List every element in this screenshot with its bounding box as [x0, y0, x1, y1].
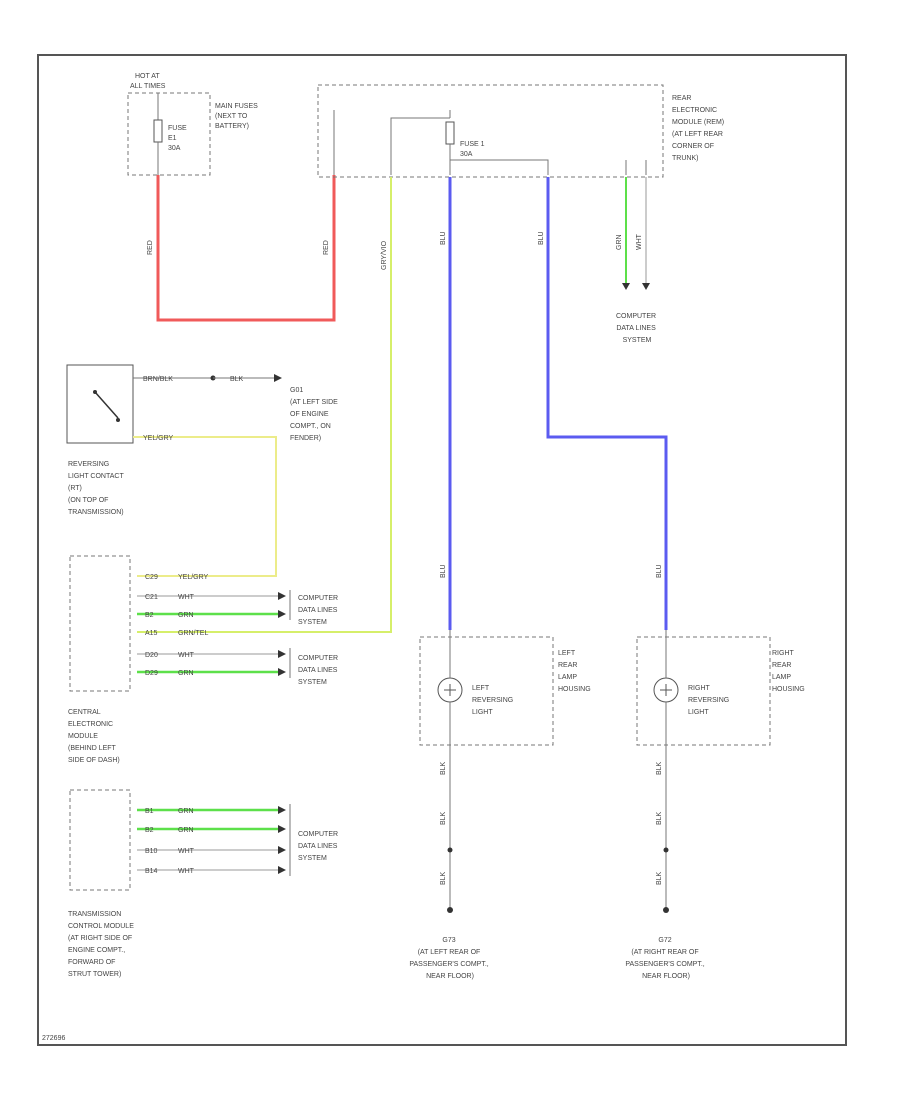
tcm-wire-b14: WHT	[178, 868, 195, 875]
right-bulb-label: RIGHT REVERSING LIGHT	[688, 685, 731, 716]
cem-wire-a15: GRN/TEL	[178, 630, 208, 637]
wire-blu-right-lower-label: BLU	[656, 564, 663, 578]
tcm-pin-b10: B10	[145, 848, 158, 855]
switch-wire1-label: BRN/BLK	[143, 376, 173, 383]
right-wire-blk-3: BLK	[656, 871, 663, 885]
cem-wire-c29: YEL/GRY	[178, 574, 209, 581]
transmission-control-module: B1 GRN B2 GRN B10 WHT B14 WHT COMPUTER D…	[68, 789, 340, 978]
switch-yel-label: YEL/GRY	[143, 435, 174, 442]
central-electronic-module: C29 YEL/GRY C21 WHT B2 GRN A15 GRN/TEL D…	[68, 555, 340, 764]
switch-label: REVERSING LIGHT CONTACT (RT) (ON TOP OF …	[68, 461, 126, 516]
splice-dot	[663, 847, 669, 853]
tcm-wire-b2: GRN	[178, 827, 194, 834]
tcm-label: TRANSMISSION CONTROL MODULE (AT RIGHT SI…	[68, 911, 136, 978]
main-fuses-label: MAIN FUSES (NEXT TO BATTERY)	[215, 103, 260, 130]
right-housing-label: RIGHT REAR LAMP HOUSING	[772, 650, 805, 693]
left-rear-lamp: LEFT REVERSING LIGHT LEFT REAR LAMP HOUS…	[409, 630, 591, 980]
cem-label: CENTRAL ELECTRONIC MODULE (BEHIND LEFT S…	[68, 709, 120, 764]
rem-cdl-label: COMPUTER DATA LINES SYSTEM	[616, 313, 658, 344]
rear-module-label: REAR ELECTRONIC MODULE (REM) (AT LEFT RE…	[672, 95, 726, 162]
splice-dot	[447, 847, 453, 853]
arrow-right-icon	[278, 668, 286, 676]
wire-red-right-label: RED	[323, 240, 330, 255]
arrow-right-icon	[278, 825, 286, 833]
ground-g73-label: G73 (AT LEFT REAR OF PASSENGER'S COMPT.,…	[409, 937, 490, 980]
cem-wire-c21: WHT	[178, 594, 195, 601]
arrow-down-icon	[642, 283, 650, 290]
left-bulb-label: LEFT REVERSING LIGHT	[472, 685, 515, 716]
tcm-cdl-label: COMPUTER DATA LINES SYSTEM	[298, 831, 340, 862]
ground-g72-label: G72 (AT RIGHT REAR OF PASSENGER'S COMPT.…	[625, 937, 706, 980]
left-wire-blk-2: BLK	[440, 811, 447, 825]
reversing-light-switch: BRN/BLK BLK G01 (AT LEFT SIDE OF ENGINE …	[66, 364, 340, 516]
tcm-pin-b14: B14	[145, 868, 158, 875]
wire-blu-left-label: BLU	[440, 231, 447, 245]
diagram-frame	[37, 54, 847, 1046]
cem-cdl-label-1: COMPUTER DATA LINES SYSTEM	[298, 595, 340, 626]
wire-blu-left-lower-label: BLU	[440, 564, 447, 578]
switch-wire2-label: BLK	[230, 376, 244, 383]
rear-electronic-module: FUSE 1 30A REAR ELECTRONIC MODULE (REM) …	[317, 84, 726, 178]
tcm-wire-b10: WHT	[178, 848, 195, 855]
arrow-right-icon	[278, 846, 286, 854]
cem-pin-c29: C29	[145, 574, 158, 581]
wire-red-left-label: RED	[147, 240, 154, 255]
cem-wire-d29: GRN	[178, 670, 194, 677]
left-wire-blk-3: BLK	[440, 871, 447, 885]
main-fuses-block: HOT AT ALL TIMES FUSE E1 30A MAIN FUSES …	[127, 73, 260, 176]
arrow-right-icon	[278, 592, 286, 600]
ground-g01-label: G01 (AT LEFT SIDE OF ENGINE COMPT., ON F…	[290, 387, 340, 442]
arrow-right-icon	[274, 374, 282, 382]
wire-wht-label: WHT	[636, 233, 643, 250]
tcm-wire-b1: GRN	[178, 808, 194, 815]
fuse-1-symbol	[445, 121, 455, 145]
cem-wire-d20: WHT	[178, 652, 195, 659]
right-rear-lamp: RIGHT REVERSING LIGHT RIGHT REAR LAMP HO…	[625, 630, 805, 980]
ground-dot	[447, 907, 453, 913]
cem-pin-b2: B2	[145, 612, 154, 619]
arrow-down-icon	[622, 283, 630, 290]
ground-dot	[663, 907, 669, 913]
arrow-right-icon	[278, 610, 286, 618]
cem-wire-b2: GRN	[178, 612, 194, 619]
cem-cdl-label-2: COMPUTER DATA LINES SYSTEM	[298, 655, 340, 686]
arrow-right-icon	[278, 806, 286, 814]
cem-pin-d20: D20	[145, 652, 158, 659]
wire-blu-right	[546, 177, 668, 630]
fuse-1-label: FUSE 1 30A	[460, 141, 486, 158]
tcm-pin-b2: B2	[145, 827, 154, 834]
wire-gry-vio	[137, 177, 392, 633]
cem-pin-d29: D29	[145, 670, 158, 677]
fuse-e1-symbol	[153, 119, 163, 143]
cem-pin-a15: A15	[145, 630, 158, 637]
tcm-pin-b1: B1	[145, 808, 154, 815]
arrow-right-icon	[278, 650, 286, 658]
wire-grn-label: GRN	[616, 234, 623, 250]
arrow-right-icon	[278, 866, 286, 874]
wire-yel-gry	[133, 436, 277, 577]
wire-red	[156, 175, 336, 322]
fuse-e1-label: FUSE E1 30A	[168, 125, 189, 152]
right-wire-blk-2: BLK	[656, 811, 663, 825]
wire-gry-vio-label: GRY/VIO	[381, 240, 388, 270]
wire-blu-right-label: BLU	[538, 231, 545, 245]
left-wire-blk-1: BLK	[440, 761, 447, 775]
cem-pin-c21: C21	[145, 594, 158, 601]
hot-at-label: HOT AT ALL TIMES	[130, 73, 166, 90]
left-housing-label: LEFT REAR LAMP HOUSING	[558, 650, 591, 693]
right-wire-blk-1: BLK	[656, 761, 663, 775]
diagram-id: 272696	[42, 1035, 65, 1042]
